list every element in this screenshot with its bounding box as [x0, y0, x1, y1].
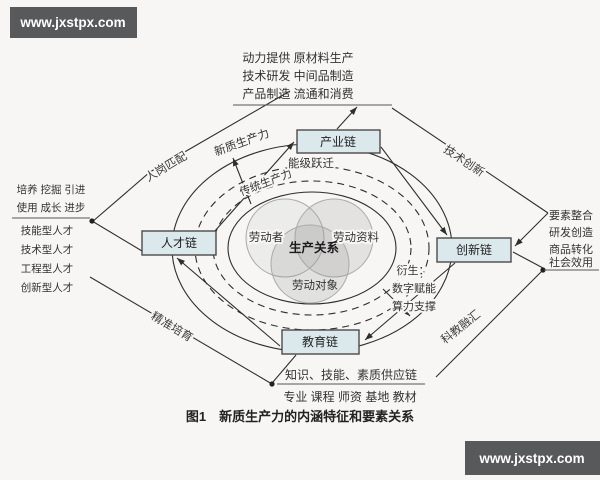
right-block-item-2: 研发创造 — [549, 225, 593, 239]
connector-education-to-bottom-block — [272, 354, 297, 383]
arrow-innovation-to-education — [364, 262, 456, 341]
arrow-traditional-to-new-productivity — [232, 157, 252, 205]
industry-chain-box — [296, 129, 381, 154]
venn-circle-labor-object — [270, 224, 350, 304]
bottom-block-title: 知识、技能、素质供应链 — [285, 367, 417, 382]
left-block-item-2: 技术型人才 — [21, 243, 74, 256]
arrow-derive-outward — [382, 288, 411, 317]
derive-title: 衍生： — [397, 263, 430, 277]
innovation-chain-text-block: 要素整合 研发创造 商品转化 社会效用 — [544, 208, 599, 271]
left-block-item-4: 创新型人才 — [21, 281, 74, 294]
right-block-item-4: 社会效用 — [549, 255, 593, 269]
diamond-edge-top-left — [91, 90, 291, 223]
dashed-ellipse-inner — [212, 180, 412, 316]
talent-chain-box — [141, 230, 217, 256]
venn-label-labor-object: 劳动对象 — [292, 278, 338, 292]
venn-circle-labor-materials — [294, 198, 374, 278]
diamond-edge-top-right — [391, 107, 549, 214]
watermark-top-left-bg — [10, 7, 137, 38]
watermark-top-left: www.jxstpx.com — [10, 7, 137, 38]
education-chain-text-block: 知识、技能、素质供应链 专业 课程 师资 基地 教材 — [277, 367, 425, 404]
bottom-block-junction-dot — [269, 381, 275, 387]
venn-circle-laborer — [245, 198, 325, 278]
right-block-item-1: 要素整合 — [549, 208, 593, 222]
connector-industry-to-top-block — [336, 106, 358, 130]
top-block-line-2: 技术研发 中间品制造 — [242, 68, 353, 83]
top-block-line-1: 动力提供 原材料生产 — [242, 50, 353, 65]
innovation-chain-box — [436, 237, 512, 263]
right-block-item-3: 商品转化 — [549, 242, 593, 256]
talent-chain-text-block: 培养 挖掘 引进 使用 成长 进步 技能型人才 技术型人才 工程型人才 创新型人… — [12, 183, 90, 294]
industry-chain-text-block: 动力提供 原材料生产 技术研发 中间品制造 产品制造 流通和消费 — [233, 50, 392, 106]
watermark-top-left-text: www.jxstpx.com — [19, 15, 125, 30]
left-block-item-1: 技能型人才 — [21, 224, 74, 237]
inner-ellipse — [227, 191, 397, 305]
diamond-edge-bottom-right — [435, 269, 544, 378]
bottom-block-line: 专业 课程 师资 基地 教材 — [283, 389, 416, 404]
venn-label-laborer: 劳动者 — [249, 231, 284, 244]
left-block-line-1: 培养 挖掘 引进 — [17, 183, 86, 196]
connector-innovation-to-right-block — [512, 251, 544, 269]
left-block-junction-dot — [89, 218, 95, 224]
innovation-chain-label: 创新链 — [456, 242, 492, 257]
top-block-line-3: 产品制造 流通和消费 — [242, 87, 353, 101]
venn-label-production-relations: 生产关系 — [289, 240, 340, 255]
connector-left-block-to-talent — [91, 220, 143, 252]
left-block-item-3: 工程型人才 — [21, 262, 74, 275]
right-block-junction-dot — [540, 267, 546, 273]
watermark-bottom-right-bg — [465, 441, 600, 475]
diamond-edge-bottom-left — [89, 276, 273, 385]
talent-chain-label: 人才链 — [161, 235, 197, 250]
connector-right-block-to-innovation — [514, 212, 549, 247]
arrow-talent-to-industry — [213, 141, 295, 233]
derive-digital-empowerment: 数字赋能 — [392, 281, 436, 295]
watermark-bottom-right-text: www.jxstpx.com — [478, 451, 584, 466]
education-chain-box — [281, 329, 360, 355]
figure-caption: 图1 新质生产力的内涵特征和要素关系 — [186, 409, 414, 424]
education-chain-label: 教育链 — [302, 334, 338, 349]
left-block-line-2: 使用 成长 进步 — [17, 201, 86, 214]
arrow-industry-to-innovation — [380, 146, 448, 236]
industry-chain-label: 产业链 — [320, 134, 356, 149]
arrow-education-to-talent — [176, 257, 281, 347]
watermark-bottom-right: www.jxstpx.com — [465, 441, 600, 475]
venn-label-labor-materials: 劳动资料 — [333, 230, 379, 244]
derive-computing-support: 算力支撑 — [392, 299, 436, 313]
energy-level-transition-label: 能级跃迁 — [288, 156, 334, 170]
